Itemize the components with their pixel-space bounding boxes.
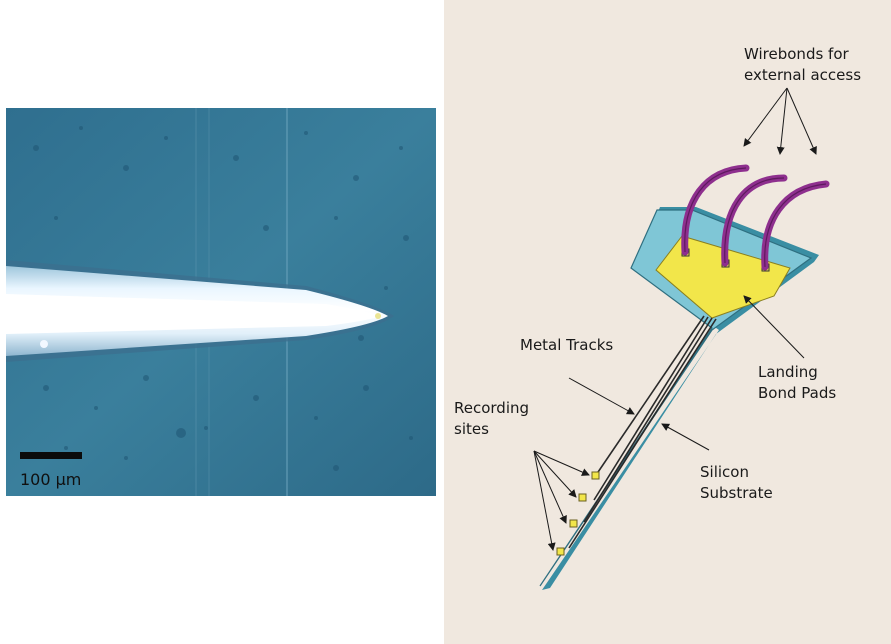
arrow-silicon-substrate — [662, 424, 709, 450]
micrograph-image — [6, 108, 436, 496]
label-wirebonds: Wirebonds for external access — [744, 44, 861, 86]
arrow-recording-site-3 — [534, 451, 566, 523]
label-landing-bond-pads: Landing Bond Pads — [758, 362, 836, 404]
probe-schematic: Wirebonds for external access Metal Trac… — [444, 0, 891, 644]
label-silicon-substrate: Silicon Substrate — [700, 462, 773, 504]
arrow-landing-pads — [744, 296, 804, 358]
arrow-wirebond-3 — [787, 88, 816, 154]
label-recording-sites: Recording sites — [454, 398, 529, 440]
arrow-metal-tracks — [569, 378, 634, 414]
arrow-recording-site-2 — [534, 451, 576, 497]
schematic-drawing — [444, 0, 891, 644]
arrow-wirebond-1 — [744, 88, 787, 146]
scale-bar-label: 100 µm — [20, 470, 81, 489]
probe-micrograph: 100 µm — [6, 108, 436, 496]
arrow-wirebond-2 — [780, 88, 787, 154]
arrow-recording-site-1 — [534, 451, 589, 475]
scale-bar — [20, 452, 82, 459]
arrow-recording-site-4 — [534, 451, 553, 550]
label-metal-tracks: Metal Tracks — [520, 335, 613, 356]
